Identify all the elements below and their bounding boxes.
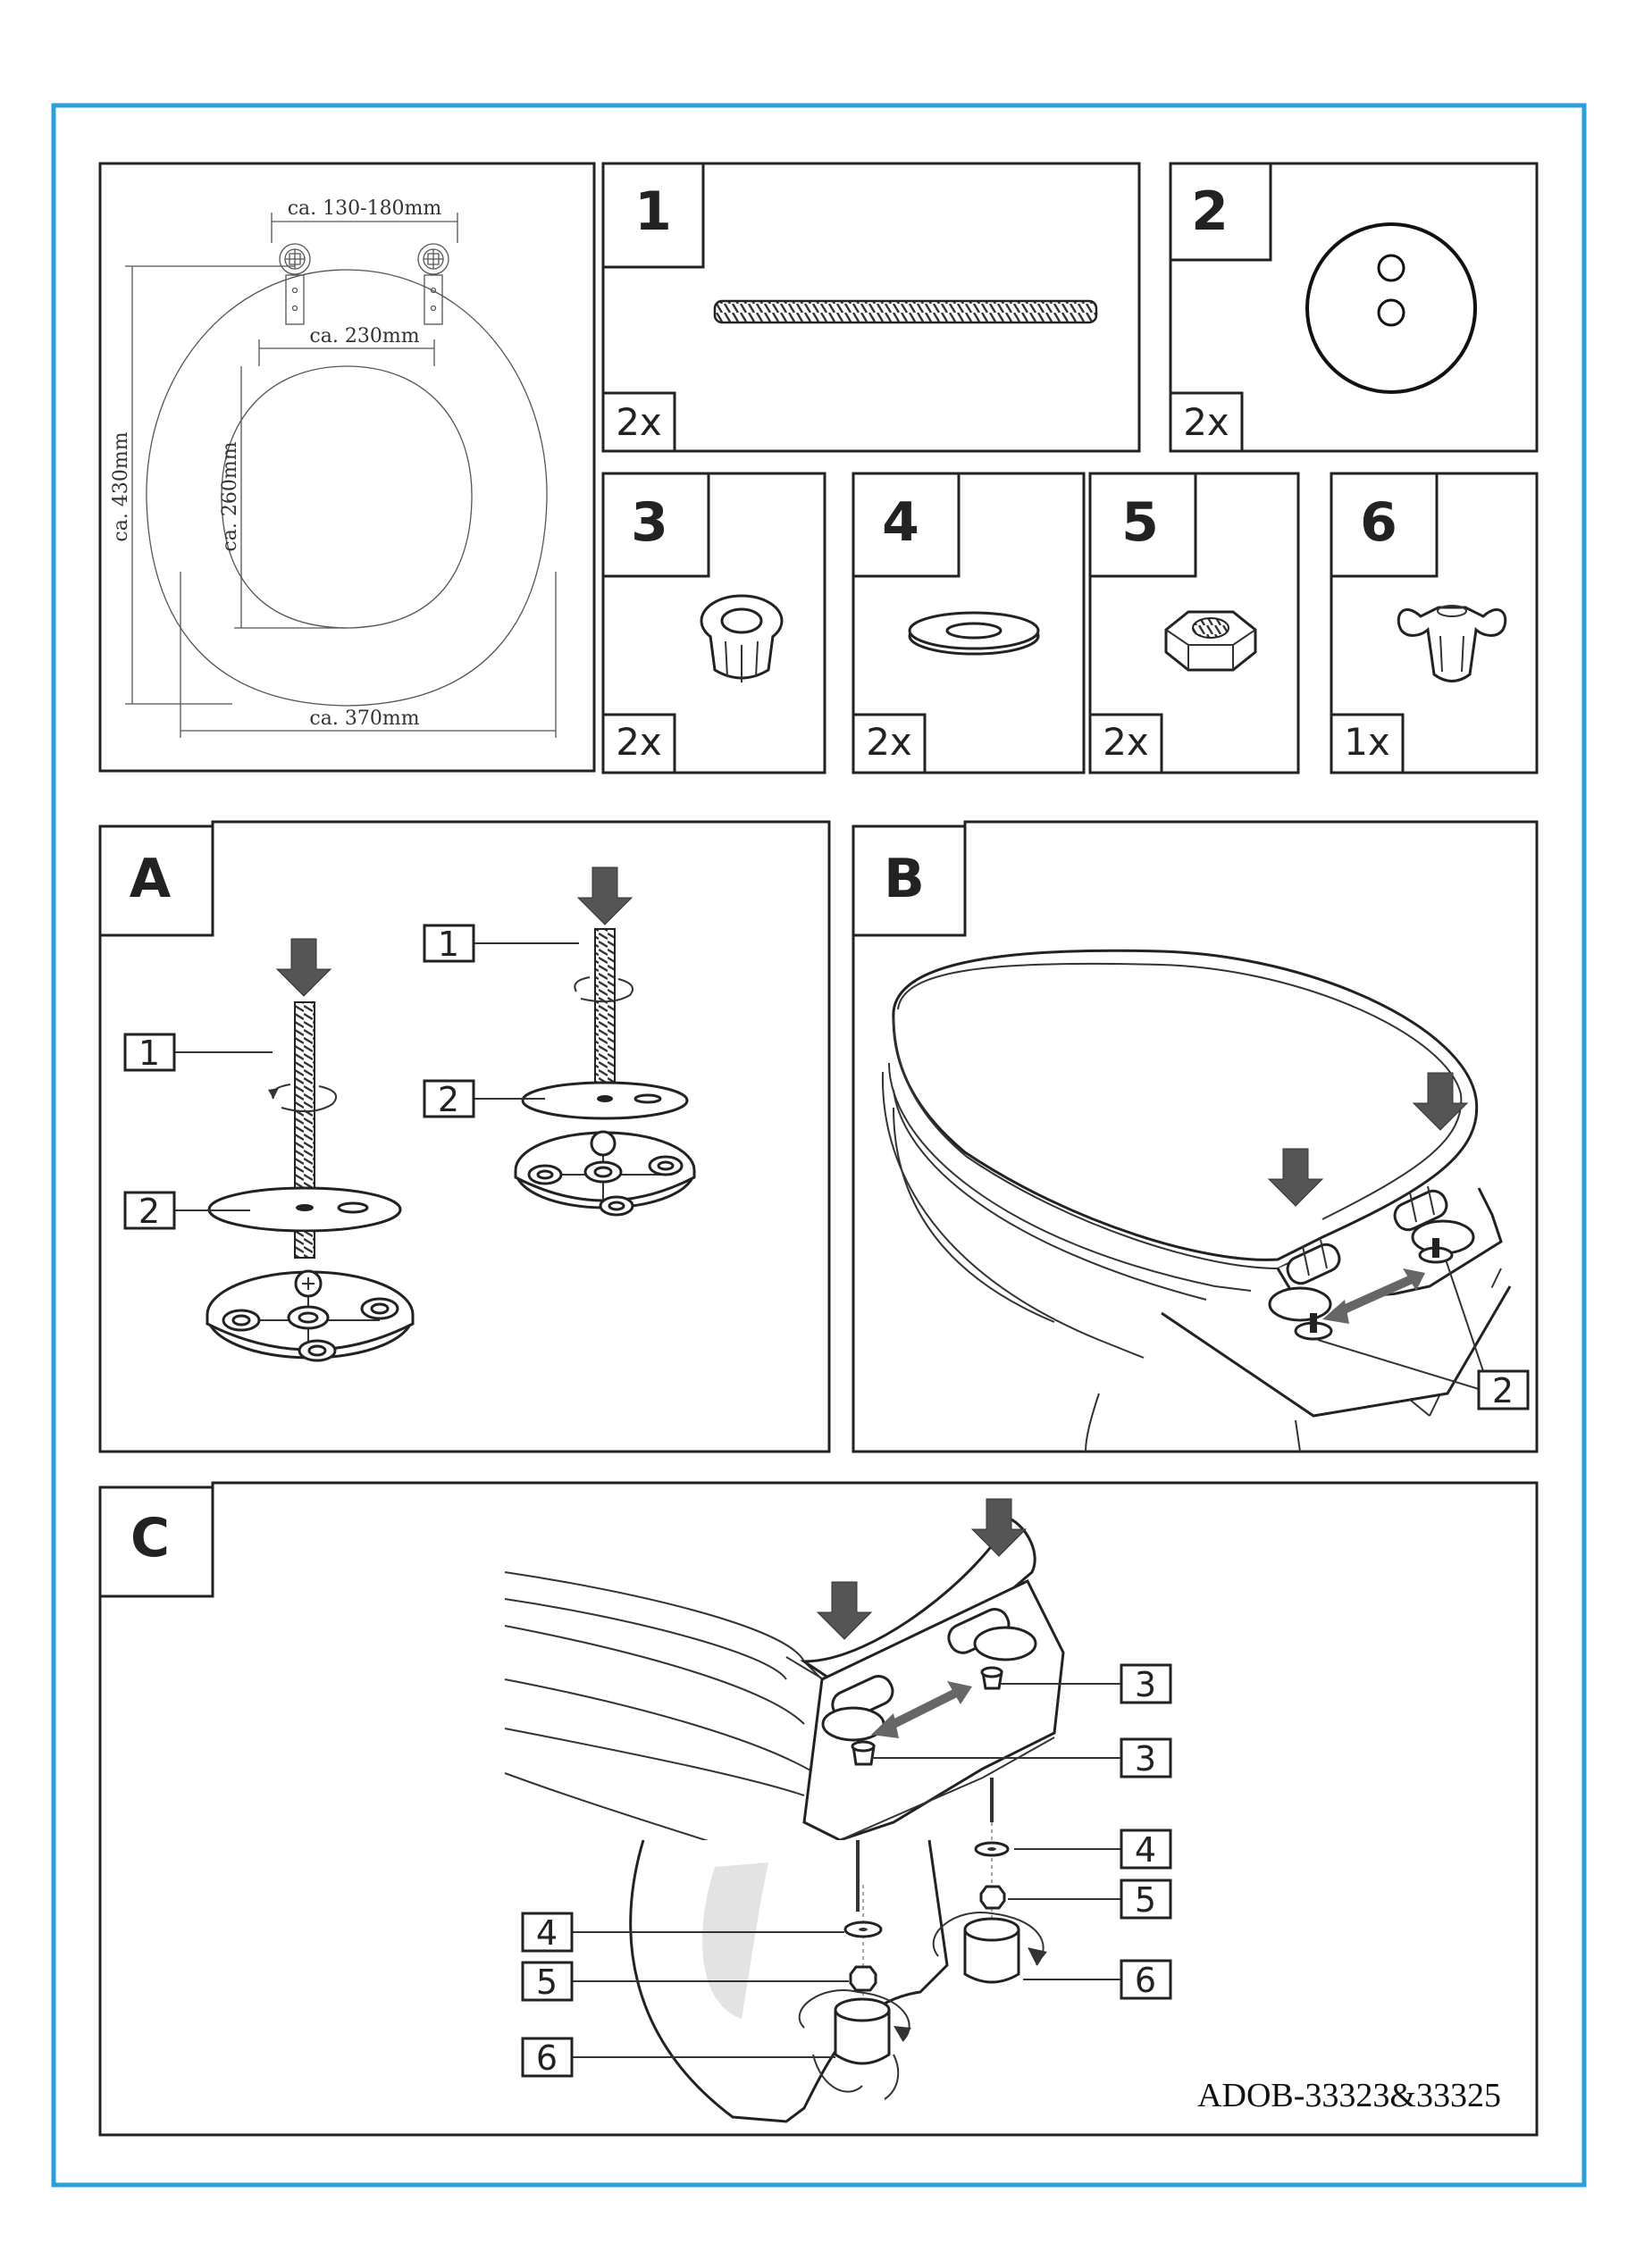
- wing-key-icon: [1397, 605, 1507, 682]
- part-5-quantity: 2x: [1103, 720, 1149, 764]
- step-b-panel: B: [852, 820, 1539, 1453]
- part-1-box: 1 2x: [601, 162, 1141, 453]
- part-1-quantity: 2x: [616, 400, 662, 444]
- part-6-quantity: 1x: [1344, 720, 1390, 764]
- step-c-callout: 4: [1135, 1830, 1156, 1870]
- part-5-box: 5 2x: [1088, 472, 1300, 774]
- base-plate-icon: [1305, 222, 1477, 394]
- part-6-box: 6 1x: [1330, 472, 1539, 774]
- part-5-number: 5: [1121, 491, 1159, 554]
- toilet-installation-drawing: [504, 1498, 1065, 2123]
- part-3-box: 3 2x: [601, 472, 826, 774]
- part-2-number: 2: [1191, 180, 1229, 243]
- sheet-frame: [51, 103, 1587, 2188]
- step-b-callout: 2: [1492, 1371, 1514, 1410]
- hinge-icon: [279, 243, 311, 325]
- part-6-number: 6: [1360, 491, 1397, 554]
- dim-length: ca. 430mm: [110, 431, 132, 541]
- dim-width: ca. 370mm: [309, 707, 419, 730]
- part-4-quantity: 2x: [866, 720, 912, 764]
- step-a-label: A: [130, 848, 172, 910]
- seat-dimensions-panel: ca. 130-180mm ca. 230mm ca. 430mm ca. 26…: [98, 162, 596, 773]
- part-4-number: 4: [882, 491, 919, 554]
- model-number: ADOB-33323&33325: [1197, 2077, 1501, 2114]
- rubber-plug-icon: [700, 594, 784, 682]
- hinge-icon: [1286, 1239, 1341, 1285]
- step-b-label: B: [884, 848, 925, 910]
- hinge-icon: [417, 243, 449, 325]
- step-c-callout: 3: [1135, 1739, 1156, 1778]
- step-a-callout: 2: [138, 1192, 160, 1231]
- part-3-quantity: 2x: [616, 720, 662, 764]
- dim-inner-length: ca. 260mm: [219, 441, 241, 551]
- dim-inner-width: ca. 230mm: [309, 325, 419, 347]
- part-1-number: 1: [634, 180, 672, 243]
- part-2-box: 2 2x: [1169, 162, 1539, 453]
- rod-base-assembly-left: [206, 938, 415, 1362]
- step-c-callout: 6: [536, 2038, 558, 2078]
- part-4-box: 4 2x: [852, 472, 1086, 774]
- part-3-number: 3: [631, 491, 668, 554]
- nut-icon: [1164, 610, 1257, 672]
- step-c-callout: 4: [536, 1913, 558, 1953]
- step-c-label: C: [130, 1507, 170, 1569]
- step-c-callout: 5: [536, 1963, 558, 2002]
- step-c-panel: C: [98, 1481, 1539, 2137]
- washer-icon: [908, 611, 1040, 656]
- rod-base-assembly-right: [514, 866, 696, 1217]
- step-a-callout: 1: [138, 1034, 160, 1073]
- step-a-callout: 1: [438, 925, 459, 964]
- toilet-seat-drawing: [881, 949, 1512, 1452]
- part-2-quantity: 2x: [1183, 400, 1229, 444]
- step-a-panel: A 1 2: [98, 820, 831, 1453]
- threaded-rod-icon: [713, 299, 1098, 324]
- step-a-callout: 2: [438, 1080, 459, 1119]
- step-c-callout: 5: [1135, 1880, 1156, 1920]
- step-c-callout: 3: [1135, 1665, 1156, 1704]
- step-c-callout: 6: [1135, 1961, 1156, 2000]
- dim-hinge-spacing: ca. 130-180mm: [288, 197, 442, 220]
